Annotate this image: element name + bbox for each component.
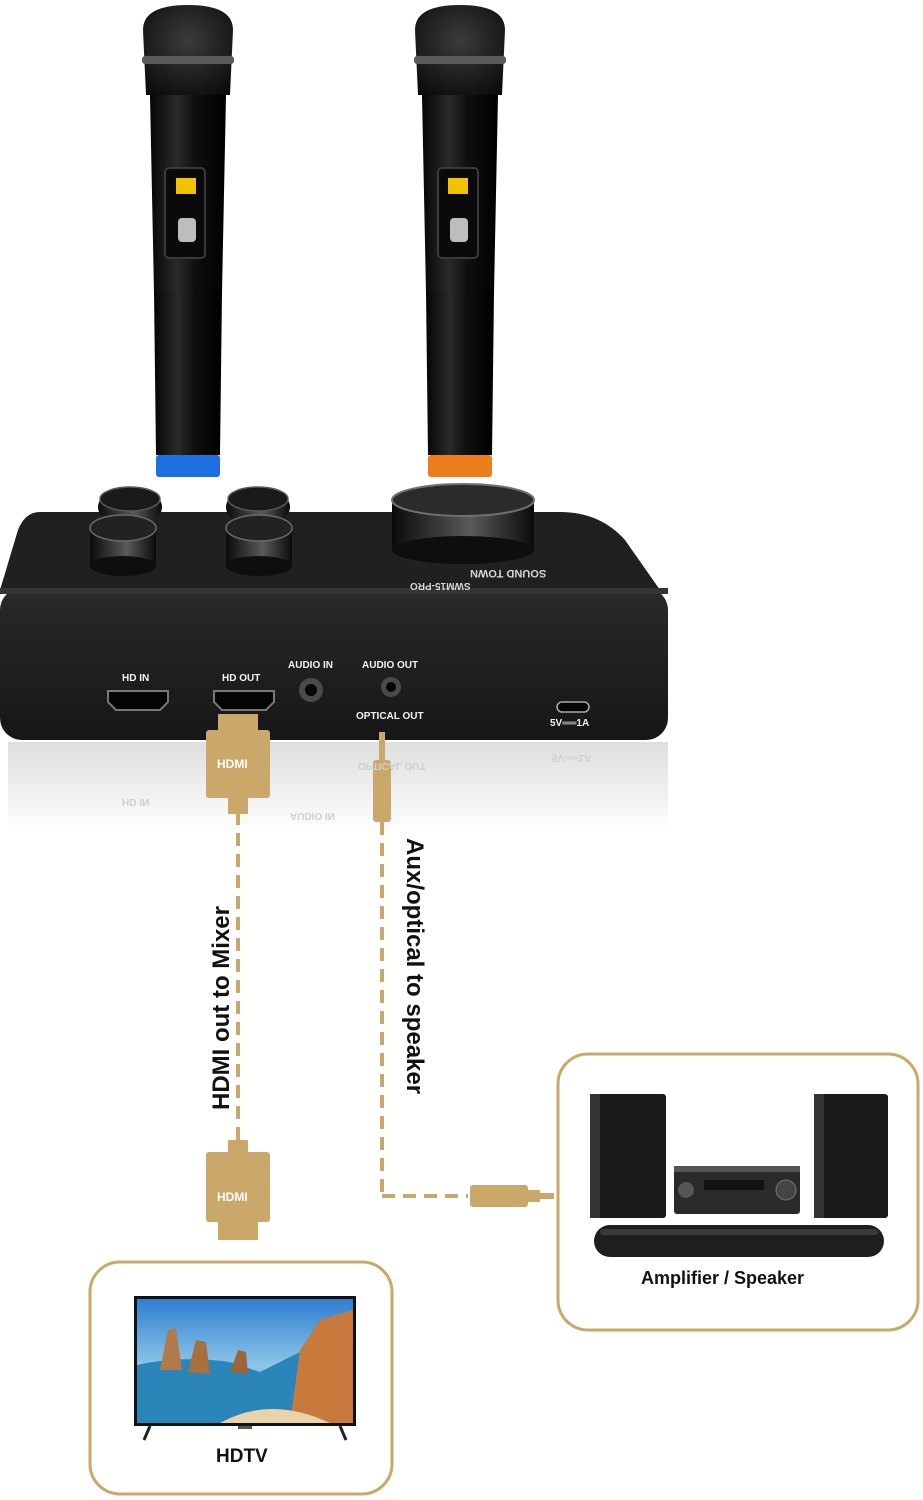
right-speaker-icon	[814, 1094, 888, 1218]
microphone-right	[414, 5, 506, 477]
knob-1	[98, 486, 162, 527]
hdmi-plug-bottom	[206, 1140, 270, 1240]
audio-in-jack	[299, 678, 323, 702]
aux-path-label: Aux/optical to speaker	[401, 838, 428, 1095]
speaker-label: Amplifier / Speaker	[641, 1268, 805, 1288]
hd-in-port	[107, 690, 169, 711]
knob-4	[225, 514, 293, 576]
power-label: 5V══1A	[550, 718, 590, 729]
aux-cable	[380, 822, 468, 1198]
model-label: SWM15-PRO	[410, 580, 471, 591]
hd-in-label: HD IN	[122, 673, 150, 684]
reflection-optical-out: OPTICAL OUT	[358, 760, 426, 771]
audio-out-jack	[381, 677, 401, 697]
soundbar-icon	[594, 1225, 884, 1257]
audio-in-label: AUDIO IN	[288, 660, 333, 671]
karaoke-mixer	[0, 483, 668, 834]
speaker-panel	[556, 1052, 920, 1332]
left-speaker-icon	[590, 1094, 666, 1218]
hd-out-port	[213, 690, 275, 711]
knob-3	[89, 514, 157, 576]
usb-c-port	[556, 701, 590, 713]
hd-out-label: HD OUT	[222, 673, 261, 684]
receiver-icon	[674, 1166, 800, 1214]
optical-out-label: OPTICAL OUT	[356, 711, 424, 722]
reflection-audio-in: AUDIO IN	[290, 810, 335, 821]
aux-plug-top	[373, 732, 391, 822]
brand-label: SOUND TOWN	[470, 567, 547, 579]
hdmi-plug-top	[206, 714, 270, 814]
master-volume-knob	[391, 483, 535, 564]
microphone-left	[142, 5, 234, 477]
hdmi-path-label: HDMI out to Mixer	[208, 906, 235, 1110]
reflection-power: 5V══1A	[552, 752, 592, 763]
hdtv-panel	[88, 1260, 394, 1496]
hdmi-top-label: HDMI	[217, 757, 248, 771]
hdmi-bottom-label: HDMI	[217, 1190, 248, 1204]
reflection-hd-in: HD IN	[122, 796, 150, 807]
hdtv-label: HDTV	[216, 1446, 268, 1467]
aux-plug-right	[470, 1185, 554, 1207]
audio-out-label: AUDIO OUT	[362, 660, 419, 671]
